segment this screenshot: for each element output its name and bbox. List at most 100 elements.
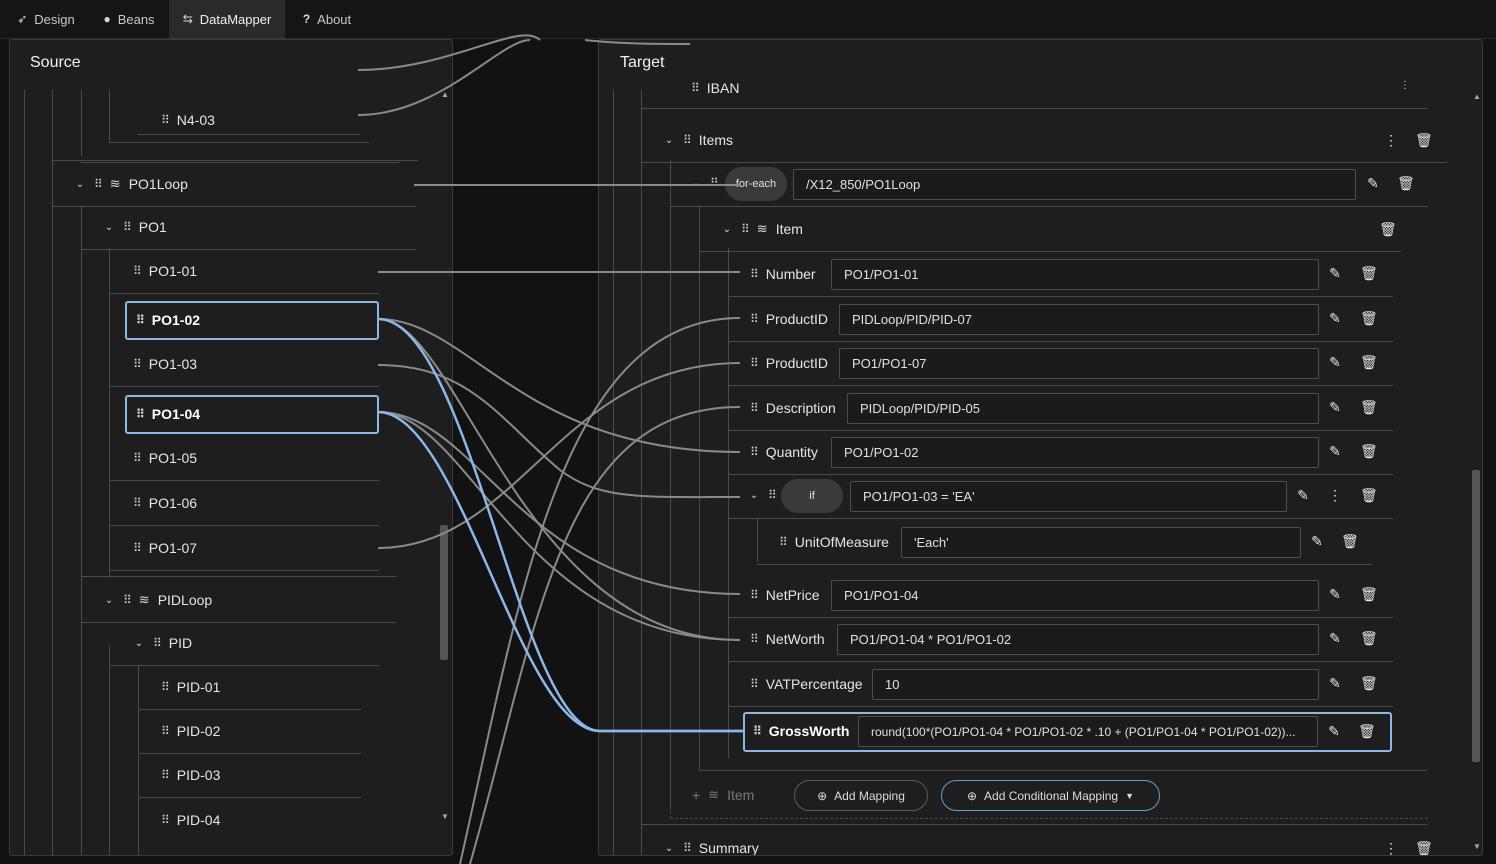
tree-row-pidloop[interactable]: ⌄⠿≋PIDLoop bbox=[81, 578, 397, 623]
trash-icon[interactable]: 🗑 bbox=[1341, 533, 1357, 550]
mapping-expression[interactable]: 10 bbox=[872, 669, 1319, 700]
mapping-expression[interactable]: PIDLoop/PID/PID-07 bbox=[839, 304, 1319, 335]
chevron-down-icon[interactable]: ⌄ bbox=[690, 178, 702, 189]
tree-row-pid-03[interactable]: ⠿PID-03 bbox=[138, 753, 361, 798]
chevron-down-icon[interactable]: ⌄ bbox=[133, 638, 145, 649]
tab-datamapper[interactable]: ⇆DataMapper bbox=[169, 0, 285, 40]
edit-icon[interactable]: ✎ bbox=[1327, 310, 1343, 327]
drag-handle-icon[interactable]: ⠿ bbox=[153, 636, 161, 650]
target-scrollbar[interactable] bbox=[1472, 470, 1480, 762]
tree-row-iban[interactable]: ⠿IBAN ⋮ bbox=[641, 64, 1427, 109]
drag-handle-icon[interactable]: ⠿ bbox=[691, 81, 699, 95]
tree-row-po1-06[interactable]: ⠿PO1-06 bbox=[109, 481, 379, 526]
if-expression[interactable]: PO1/PO1-03 = 'EA' bbox=[850, 481, 1287, 512]
edit-icon[interactable]: ✎ bbox=[1309, 533, 1325, 550]
drag-handle-icon[interactable]: ⠿ bbox=[136, 313, 144, 327]
drag-handle-icon[interactable]: ⠿ bbox=[741, 222, 749, 236]
drag-handle-icon[interactable]: ⠿ bbox=[133, 264, 141, 278]
more-icon[interactable]: ⋮ bbox=[1383, 840, 1399, 856]
drag-handle-icon[interactable]: ⠿ bbox=[683, 841, 691, 855]
tab-design[interactable]: ➶Design bbox=[10, 0, 82, 38]
trash-icon[interactable]: 🗑 bbox=[1360, 630, 1376, 647]
chevron-down-icon[interactable]: ⌄ bbox=[721, 224, 733, 235]
drag-handle-icon[interactable]: ⠿ bbox=[123, 220, 131, 234]
drag-handle-icon[interactable]: ⠿ bbox=[161, 724, 169, 738]
drag-handle-icon[interactable]: ⠿ bbox=[750, 267, 758, 281]
mapping-expression[interactable]: PO1/PO1-01 bbox=[831, 259, 1319, 290]
edit-icon[interactable]: ✎ bbox=[1327, 443, 1343, 460]
trash-icon[interactable]: 🗑 bbox=[1360, 354, 1376, 371]
trash-icon[interactable]: 🗑 bbox=[1360, 310, 1376, 327]
scroll-up-icon[interactable]: ▲ bbox=[1473, 92, 1481, 101]
chevron-down-icon[interactable]: ⌄ bbox=[103, 222, 115, 233]
drag-handle-icon[interactable]: ⠿ bbox=[123, 593, 131, 607]
more-icon[interactable]: ⋮ bbox=[1327, 487, 1343, 504]
drag-handle-icon[interactable]: ⠿ bbox=[750, 401, 758, 415]
more-icon[interactable]: ⋮ bbox=[1383, 132, 1399, 149]
tree-row-po1loop[interactable]: ⌄⠿≋PO1Loop bbox=[52, 162, 416, 207]
trash-icon[interactable]: 🗑 bbox=[1379, 221, 1395, 238]
tab-beans[interactable]: ●Beans bbox=[96, 0, 162, 38]
drag-handle-icon[interactable]: ⠿ bbox=[161, 680, 169, 694]
drag-handle-icon[interactable]: ⠿ bbox=[710, 176, 718, 190]
drag-handle-icon[interactable]: ⠿ bbox=[750, 445, 758, 459]
tree-row-pid-02[interactable]: ⠿PID-02 bbox=[138, 709, 361, 754]
drag-handle-icon[interactable]: ⠿ bbox=[750, 677, 758, 691]
drag-handle-icon[interactable]: ⠿ bbox=[779, 535, 787, 549]
trash-icon[interactable]: 🗑 bbox=[1360, 586, 1376, 603]
scroll-down-icon[interactable]: ▼ bbox=[1473, 842, 1481, 851]
trash-icon[interactable]: 🗑 bbox=[1415, 840, 1431, 856]
trash-icon[interactable]: 🗑 bbox=[1360, 399, 1376, 416]
chevron-down-icon[interactable]: ⌄ bbox=[74, 179, 86, 190]
drag-handle-icon[interactable]: ⠿ bbox=[94, 177, 102, 191]
mapping-expression[interactable]: PIDLoop/PID/PID-05 bbox=[847, 393, 1319, 424]
tree-row-po1-04[interactable]: ⠿PO1-04 bbox=[125, 395, 379, 434]
drag-handle-icon[interactable]: ⠿ bbox=[161, 768, 169, 782]
edit-icon[interactable]: ✎ bbox=[1327, 354, 1343, 371]
drag-handle-icon[interactable]: ⠿ bbox=[133, 357, 141, 371]
trash-icon[interactable]: 🗑 bbox=[1397, 175, 1413, 192]
drag-handle-icon[interactable]: ⠿ bbox=[750, 632, 758, 646]
tree-row-po1-05[interactable]: ⠿PO1-05 bbox=[109, 436, 379, 481]
chevron-down-icon[interactable]: ⌄ bbox=[663, 135, 675, 146]
drag-handle-icon[interactable]: ⠿ bbox=[133, 496, 141, 510]
drag-handle-icon[interactable]: ⠿ bbox=[683, 133, 691, 147]
tree-row-items[interactable]: ⌄⠿Items ⋮ 🗑 bbox=[641, 118, 1447, 163]
drag-handle-icon[interactable]: ⠿ bbox=[750, 588, 758, 602]
edit-icon[interactable]: ✎ bbox=[1327, 399, 1343, 416]
edit-icon[interactable]: ✎ bbox=[1327, 586, 1343, 603]
mapping-expression[interactable]: PO1/PO1-07 bbox=[839, 348, 1319, 379]
trash-icon[interactable]: 🗑 bbox=[1360, 487, 1376, 504]
drag-handle-icon[interactable]: ⠿ bbox=[136, 407, 144, 421]
tab-about[interactable]: ?About bbox=[294, 0, 360, 38]
tree-row-po1-02[interactable]: ⠿PO1-02 bbox=[125, 301, 379, 340]
edit-icon[interactable]: ✎ bbox=[1327, 675, 1343, 692]
drag-handle-icon[interactable]: ⠿ bbox=[161, 813, 169, 827]
tree-row-po1[interactable]: ⌄⠿PO1 bbox=[81, 205, 416, 250]
more-icon[interactable]: ⋮ bbox=[1397, 80, 1413, 91]
trash-icon[interactable]: 🗑 bbox=[1415, 132, 1431, 149]
trash-icon[interactable]: 🗑 bbox=[1360, 675, 1376, 692]
source-scrollbar[interactable] bbox=[440, 525, 448, 660]
tree-row-pid[interactable]: ⌄⠿PID bbox=[109, 621, 379, 666]
drag-handle-icon[interactable]: ⠿ bbox=[750, 356, 758, 370]
chevron-down-icon[interactable]: ⌄ bbox=[748, 490, 760, 501]
trash-icon[interactable]: 🗑 bbox=[1360, 265, 1376, 282]
mapping-expression[interactable]: PO1/PO1-04 * PO1/PO1-02 bbox=[837, 624, 1319, 655]
tree-row-summary[interactable]: ⌄⠿Summary ⋮ 🗑 bbox=[641, 826, 1447, 856]
tree-row-pid-04[interactable]: ⠿PID-04 bbox=[138, 798, 361, 842]
mapping-expression[interactable]: PO1/PO1-04 bbox=[831, 580, 1319, 611]
drag-handle-icon[interactable]: ⠿ bbox=[750, 312, 758, 326]
chevron-down-icon[interactable]: ⌄ bbox=[103, 595, 115, 606]
drag-handle-icon[interactable]: ⠿ bbox=[768, 488, 776, 502]
edit-icon[interactable]: ✎ bbox=[1327, 630, 1343, 647]
tree-row-pid-01[interactable]: ⠿PID-01 bbox=[138, 665, 361, 710]
edit-icon[interactable]: ✎ bbox=[1295, 487, 1311, 504]
scroll-down-icon[interactable]: ▼ bbox=[441, 812, 449, 821]
edit-icon[interactable]: ✎ bbox=[1365, 175, 1381, 192]
foreach-expression[interactable]: /X12_850/PO1Loop bbox=[793, 169, 1356, 200]
mapping-expression[interactable]: 'Each' bbox=[901, 527, 1301, 558]
chevron-down-icon[interactable]: ⌄ bbox=[663, 843, 675, 854]
trash-icon[interactable]: 🗑 bbox=[1360, 443, 1376, 460]
drag-handle-icon[interactable]: ⠿ bbox=[133, 451, 141, 465]
